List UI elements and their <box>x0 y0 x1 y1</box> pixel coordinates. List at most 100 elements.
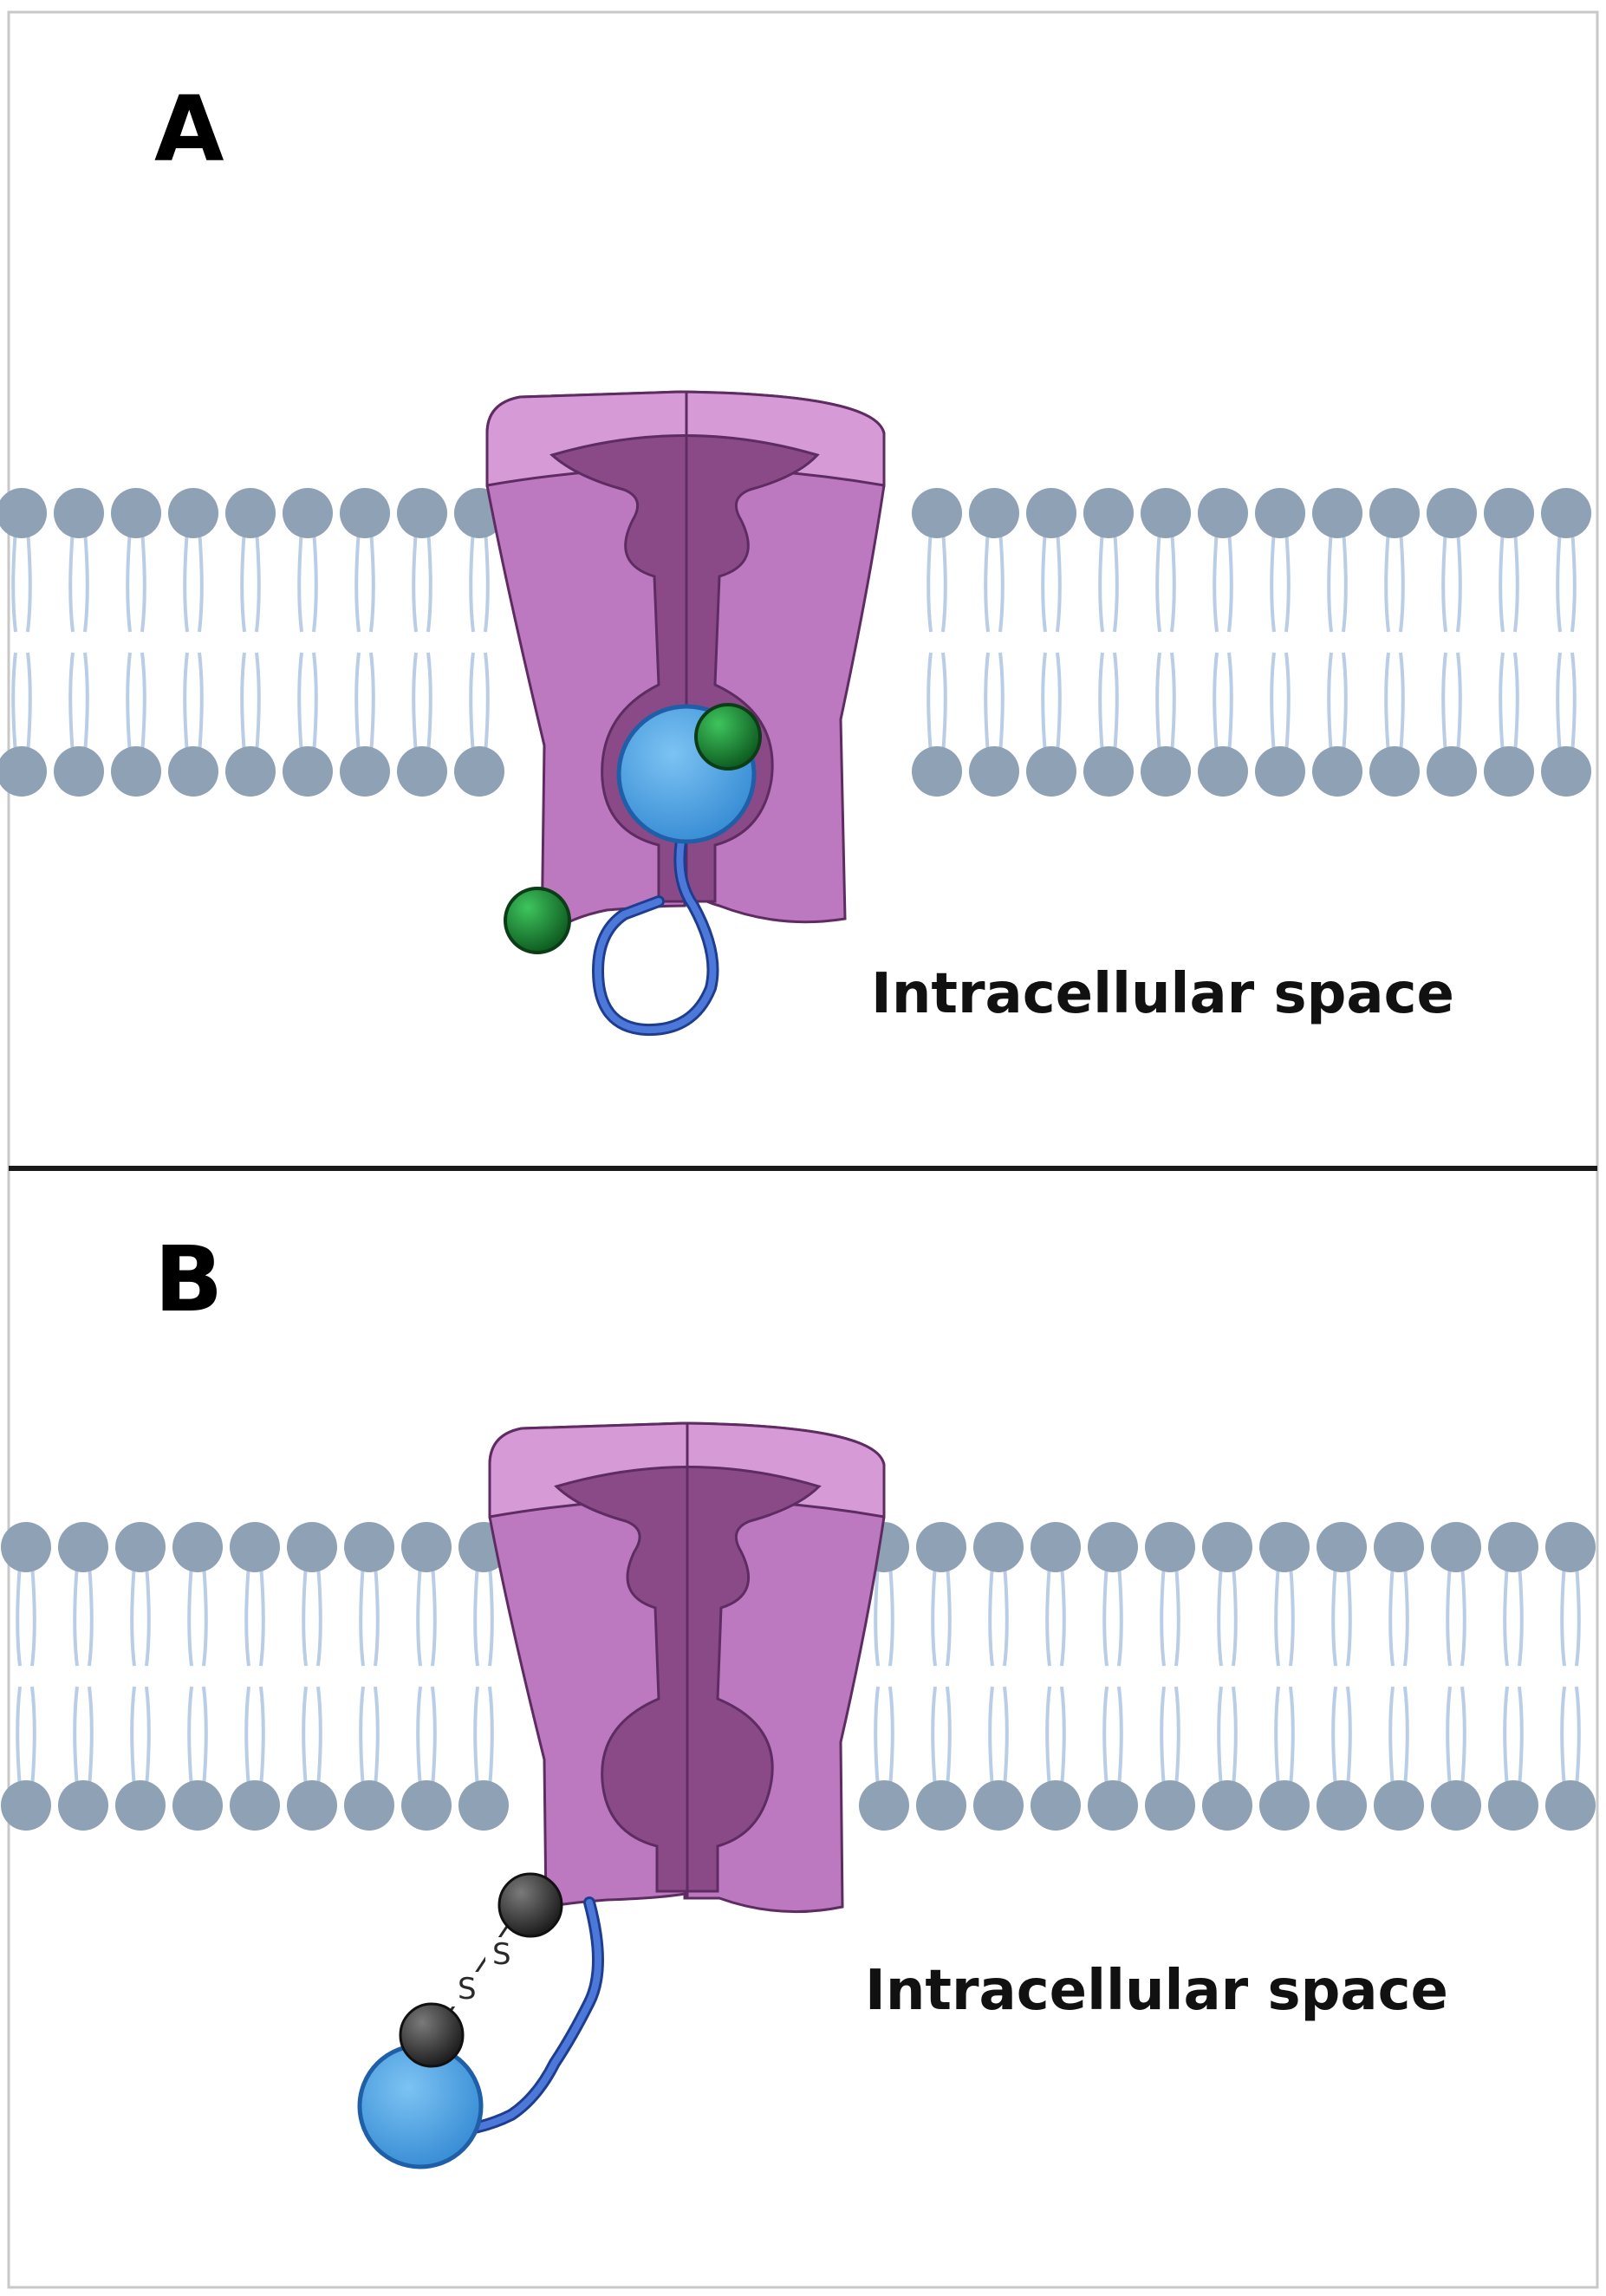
lipid-head <box>859 1780 909 1831</box>
lipid-tail <box>1003 1564 1009 1667</box>
lipid-tail <box>1446 1686 1452 1789</box>
lipid-head <box>225 488 276 538</box>
lipid-tail <box>1274 1564 1280 1667</box>
lipid-head <box>1488 1522 1538 1572</box>
lipid-head <box>1145 1522 1195 1572</box>
lipid-tail <box>984 530 990 633</box>
lipid-tail <box>998 530 1005 633</box>
lipid-tail <box>1570 652 1577 755</box>
lipid-tail <box>16 1686 22 1789</box>
lipid-head <box>401 1780 452 1831</box>
lipid-tail <box>1217 1686 1223 1789</box>
panel-a: A Intracellular space <box>0 76 1591 1037</box>
lipid-tail <box>426 652 432 755</box>
lipid-tails-b <box>16 1564 1581 1789</box>
lipid-tail <box>984 652 990 755</box>
lipid-head <box>1427 488 1477 538</box>
lipid-tail <box>1270 530 1276 633</box>
lipid-tail <box>1060 1686 1066 1789</box>
lipid-tail <box>187 1564 193 1667</box>
lipid-tail <box>1041 530 1047 633</box>
lipid-head <box>0 746 47 797</box>
lipid-tail <box>1213 530 1219 633</box>
lipid-head <box>1541 488 1591 538</box>
lipid-tail <box>1575 1686 1581 1789</box>
lipid-tail <box>1346 1564 1352 1667</box>
lipid-tail <box>1388 1686 1395 1789</box>
lipid-tail <box>1518 1564 1524 1667</box>
lipid-head <box>172 1780 223 1831</box>
lipid-tail <box>1102 1564 1109 1667</box>
lipid-tail <box>469 652 475 755</box>
lipid-tail <box>1102 1686 1109 1789</box>
lipid-tail <box>1346 1686 1352 1789</box>
lipid-head <box>1198 488 1248 538</box>
lipid-head <box>1026 746 1076 797</box>
lipid-tail <box>244 1686 250 1789</box>
lipid-tail <box>1503 1686 1509 1789</box>
lipid-tails-a <box>11 530 1577 755</box>
lipid-tail <box>1098 652 1104 755</box>
lipid-tail <box>874 1686 880 1789</box>
lipid-tail <box>1331 1686 1337 1789</box>
lipid-head <box>912 488 962 538</box>
lipid-tail <box>1213 652 1219 755</box>
lipid-head <box>916 1780 966 1831</box>
lipid-head <box>1431 1522 1481 1572</box>
lipid-tail <box>941 652 947 755</box>
lipid-tail <box>1289 1564 1295 1667</box>
lipid-tail <box>369 530 375 633</box>
lipid-tail <box>354 652 361 755</box>
lipid-head <box>111 746 161 797</box>
lipid-tail <box>302 1686 308 1789</box>
lipid-tail <box>1217 1564 1223 1667</box>
membrane-bilayer-b <box>1 1522 1596 1831</box>
lipid-tail <box>1556 530 1562 633</box>
lipid-head <box>912 746 962 797</box>
lipid-tail <box>1270 652 1276 755</box>
panel-a-letter: A <box>154 76 224 182</box>
lipid-tail <box>1384 652 1390 755</box>
lipid-tail <box>145 1686 151 1789</box>
lipid-head <box>115 1780 166 1831</box>
lipid-tail <box>1399 652 1405 755</box>
lipid-head <box>1259 1522 1310 1572</box>
lipid-tail <box>998 652 1005 755</box>
lipid-tail <box>1399 530 1405 633</box>
lipid-tail <box>1041 652 1047 755</box>
lipid-tail <box>874 1564 880 1667</box>
lipid-tail <box>1117 1686 1123 1789</box>
lipid-head <box>1202 1522 1252 1572</box>
lipid-tail <box>26 652 32 755</box>
lipid-tail <box>416 1686 422 1789</box>
lipid-tail <box>145 1564 151 1667</box>
lipid-tail <box>297 530 303 633</box>
lipid-tail <box>484 530 490 633</box>
lipid-head <box>1 1780 51 1831</box>
lipid-tail <box>988 1564 994 1667</box>
lipid-head <box>344 1780 394 1831</box>
lipid-tail <box>931 1564 937 1667</box>
green-particle-bound <box>694 703 762 771</box>
lipid-tail <box>941 530 947 633</box>
intracellular-label-a: Intracellular space <box>871 962 1454 1026</box>
lipid-head <box>1141 746 1191 797</box>
lipid-head <box>973 1780 1024 1831</box>
lipid-tail <box>1560 1564 1566 1667</box>
lipid-head <box>230 1780 280 1831</box>
sulfur-label-1: S <box>492 1937 511 1972</box>
lipid-tail <box>88 1564 94 1667</box>
lipid-tail <box>359 1686 365 1789</box>
lipid-head <box>1369 488 1420 538</box>
lipid-tail <box>1460 1564 1466 1667</box>
lipid-tail <box>183 652 189 755</box>
panel-b: B S S Intracellular space <box>1 1226 1596 2169</box>
lipid-tail <box>1174 1564 1180 1667</box>
cysteine-residue-ball <box>399 2002 465 2068</box>
lipid-tail <box>11 530 17 633</box>
lipid-head <box>1545 1780 1596 1831</box>
lipid-tail <box>484 652 490 755</box>
lipid-tail <box>1227 530 1233 633</box>
lipid-head <box>287 1522 337 1572</box>
